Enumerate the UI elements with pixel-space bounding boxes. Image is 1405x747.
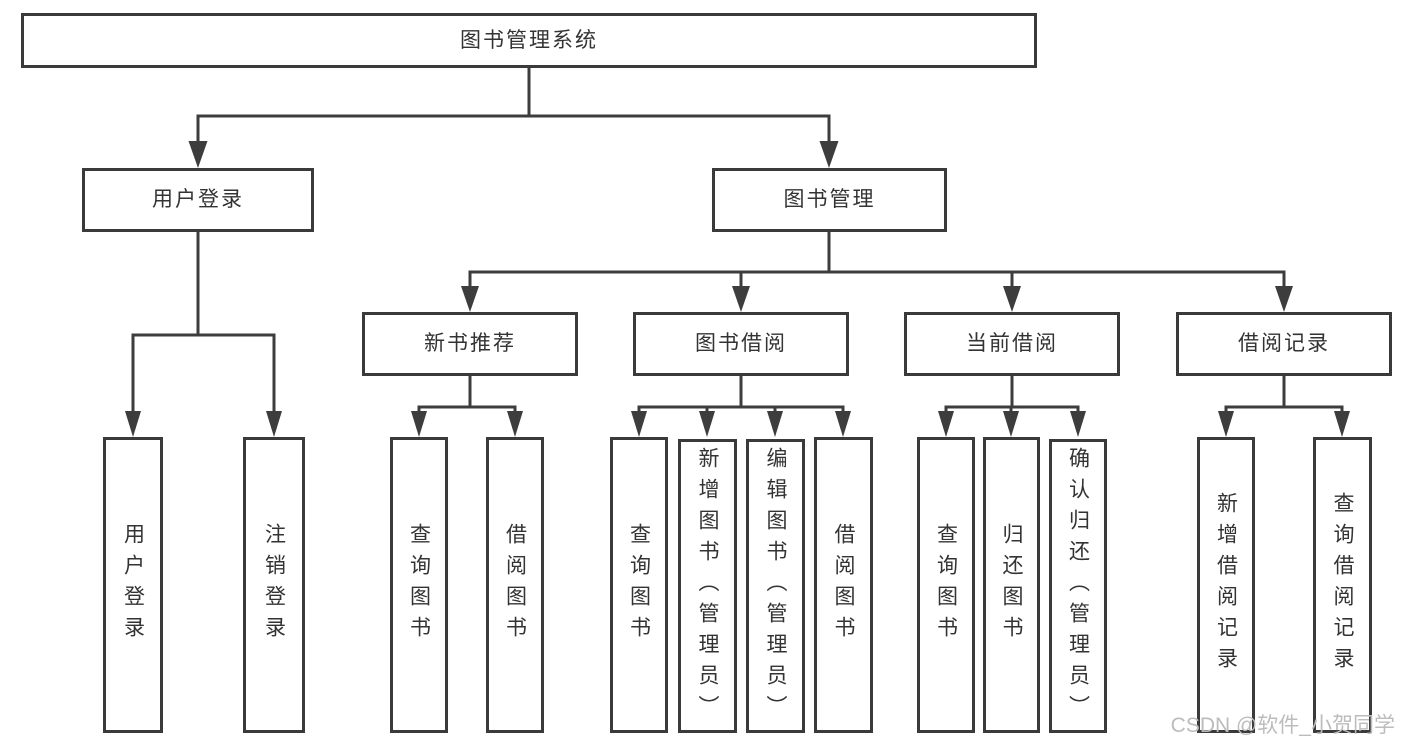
- node-book-borrowing: 图书借阅: [633, 312, 849, 376]
- connector-root-to-level2: [188, 68, 839, 168]
- node-book-management: 图书管理: [712, 168, 947, 232]
- node-label: 用户登录: [152, 188, 244, 212]
- connector-book-borrow-to-leaves: [631, 376, 851, 437]
- leaf-newbook-borrow-books: 借阅图书: [486, 437, 544, 733]
- leaf-current-query-books: 查询图书: [917, 437, 975, 733]
- csdn-watermark: CSDN @软件_小贺同学: [1170, 714, 1395, 737]
- node-label: 编辑图书（管理员）: [764, 446, 787, 726]
- node-label: 新增借阅记录: [1214, 492, 1238, 678]
- leaf-current-return-books: 归还图书: [983, 437, 1040, 733]
- node-label: 注销登录: [262, 523, 286, 647]
- node-label: 借阅图书: [832, 523, 855, 647]
- node-label: 借阅图书: [503, 523, 527, 647]
- node-label: 新书推荐: [424, 332, 516, 356]
- connector-book-mgmt-to-level3: [461, 232, 1293, 312]
- connector-current-borrow-to-leaves: [938, 376, 1086, 437]
- leaf-borrowing-edit-books-admin: 编辑图书（管理员）: [746, 439, 805, 733]
- leaf-records-query-record: 查询借阅记录: [1313, 437, 1372, 733]
- node-label: 查询借阅记录: [1331, 492, 1354, 678]
- leaf-borrowing-add-books-admin: 新增图书（管理员）: [678, 439, 737, 733]
- leaf-records-add-record: 新增借阅记录: [1197, 437, 1255, 733]
- leaf-logout: 注销登录: [243, 437, 305, 733]
- node-label: 查询图书: [934, 523, 958, 647]
- node-root-system: 图书管理系统: [21, 13, 1037, 68]
- leaf-borrowing-query-books: 查询图书: [610, 437, 668, 733]
- leaf-user-login: 用户登录: [103, 437, 163, 733]
- node-user-login-group: 用户登录: [82, 168, 314, 232]
- node-label: 图书管理: [783, 188, 876, 212]
- leaf-newbook-query-books: 查询图书: [390, 437, 448, 733]
- connector-borrow-record-to-leaves: [1218, 376, 1350, 437]
- node-label: 新增图书（管理员）: [696, 446, 719, 726]
- node-label: 当前借阅: [966, 332, 1058, 356]
- connector-new-book-to-leaves: [411, 376, 523, 437]
- node-label: 借阅记录: [1238, 332, 1330, 356]
- node-label: 用户登录: [121, 523, 145, 647]
- node-label: 查询图书: [627, 523, 651, 647]
- node-label: 图书借阅: [695, 332, 787, 356]
- node-label: 确认归还（管理员）: [1066, 446, 1090, 726]
- node-borrowing-records: 借阅记录: [1176, 312, 1392, 376]
- node-current-borrowing: 当前借阅: [904, 312, 1120, 376]
- connector-user-login-to-leaves: [125, 232, 282, 437]
- leaf-current-confirm-return-admin: 确认归还（管理员）: [1049, 439, 1107, 733]
- leaf-borrowing-borrow-books: 借阅图书: [814, 437, 873, 733]
- node-label: 图书管理系统: [460, 28, 598, 52]
- node-label: 归还图书: [1000, 523, 1023, 647]
- node-new-book-recommend: 新书推荐: [362, 312, 578, 376]
- node-label: 查询图书: [407, 523, 431, 647]
